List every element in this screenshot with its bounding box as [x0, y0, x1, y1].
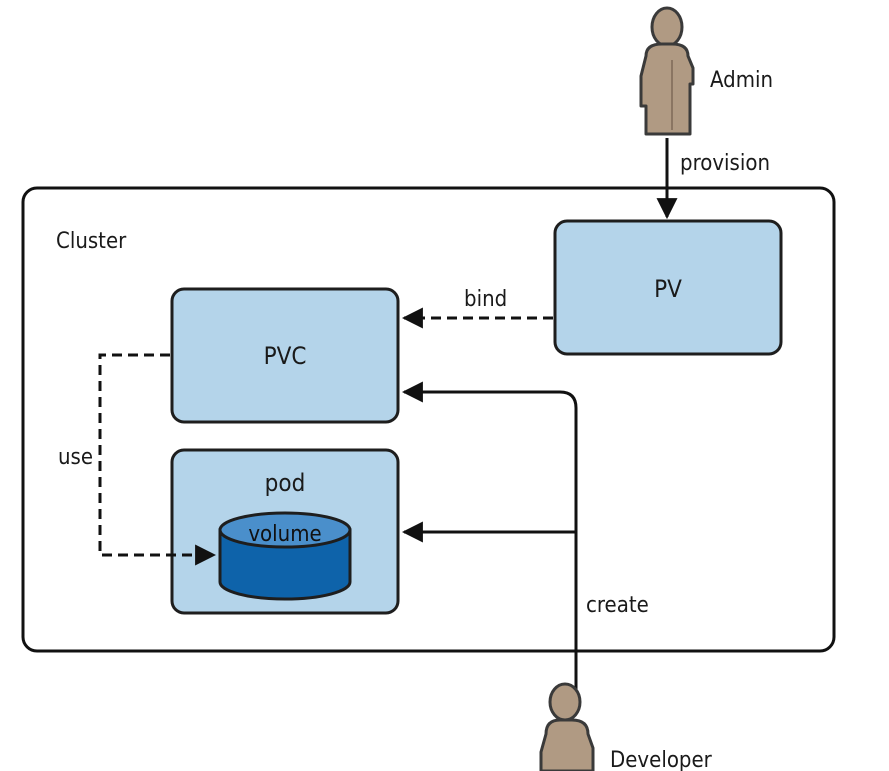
admin-person-icon [639, 6, 695, 136]
developer-label: Developer [610, 748, 713, 771]
volume-cylinder [218, 511, 352, 601]
admin-label: Admin [710, 68, 773, 93]
create-line [401, 381, 578, 690]
pv-box [553, 219, 783, 356]
use-label: use [58, 445, 93, 470]
pvc-box [170, 287, 400, 424]
pv-label: PV [654, 275, 682, 303]
use-label-bg [52, 440, 98, 472]
pod-label: pod [265, 469, 306, 497]
use-arrow [98, 353, 217, 566]
bind-label: bind [464, 287, 507, 312]
pvc-label: PVC [264, 342, 307, 370]
developer-person-icon [539, 682, 595, 771]
cluster-label: Cluster [56, 229, 127, 254]
volume-label: volume [248, 522, 321, 547]
create-label: create [586, 593, 649, 618]
provision-label: provision [680, 151, 770, 176]
